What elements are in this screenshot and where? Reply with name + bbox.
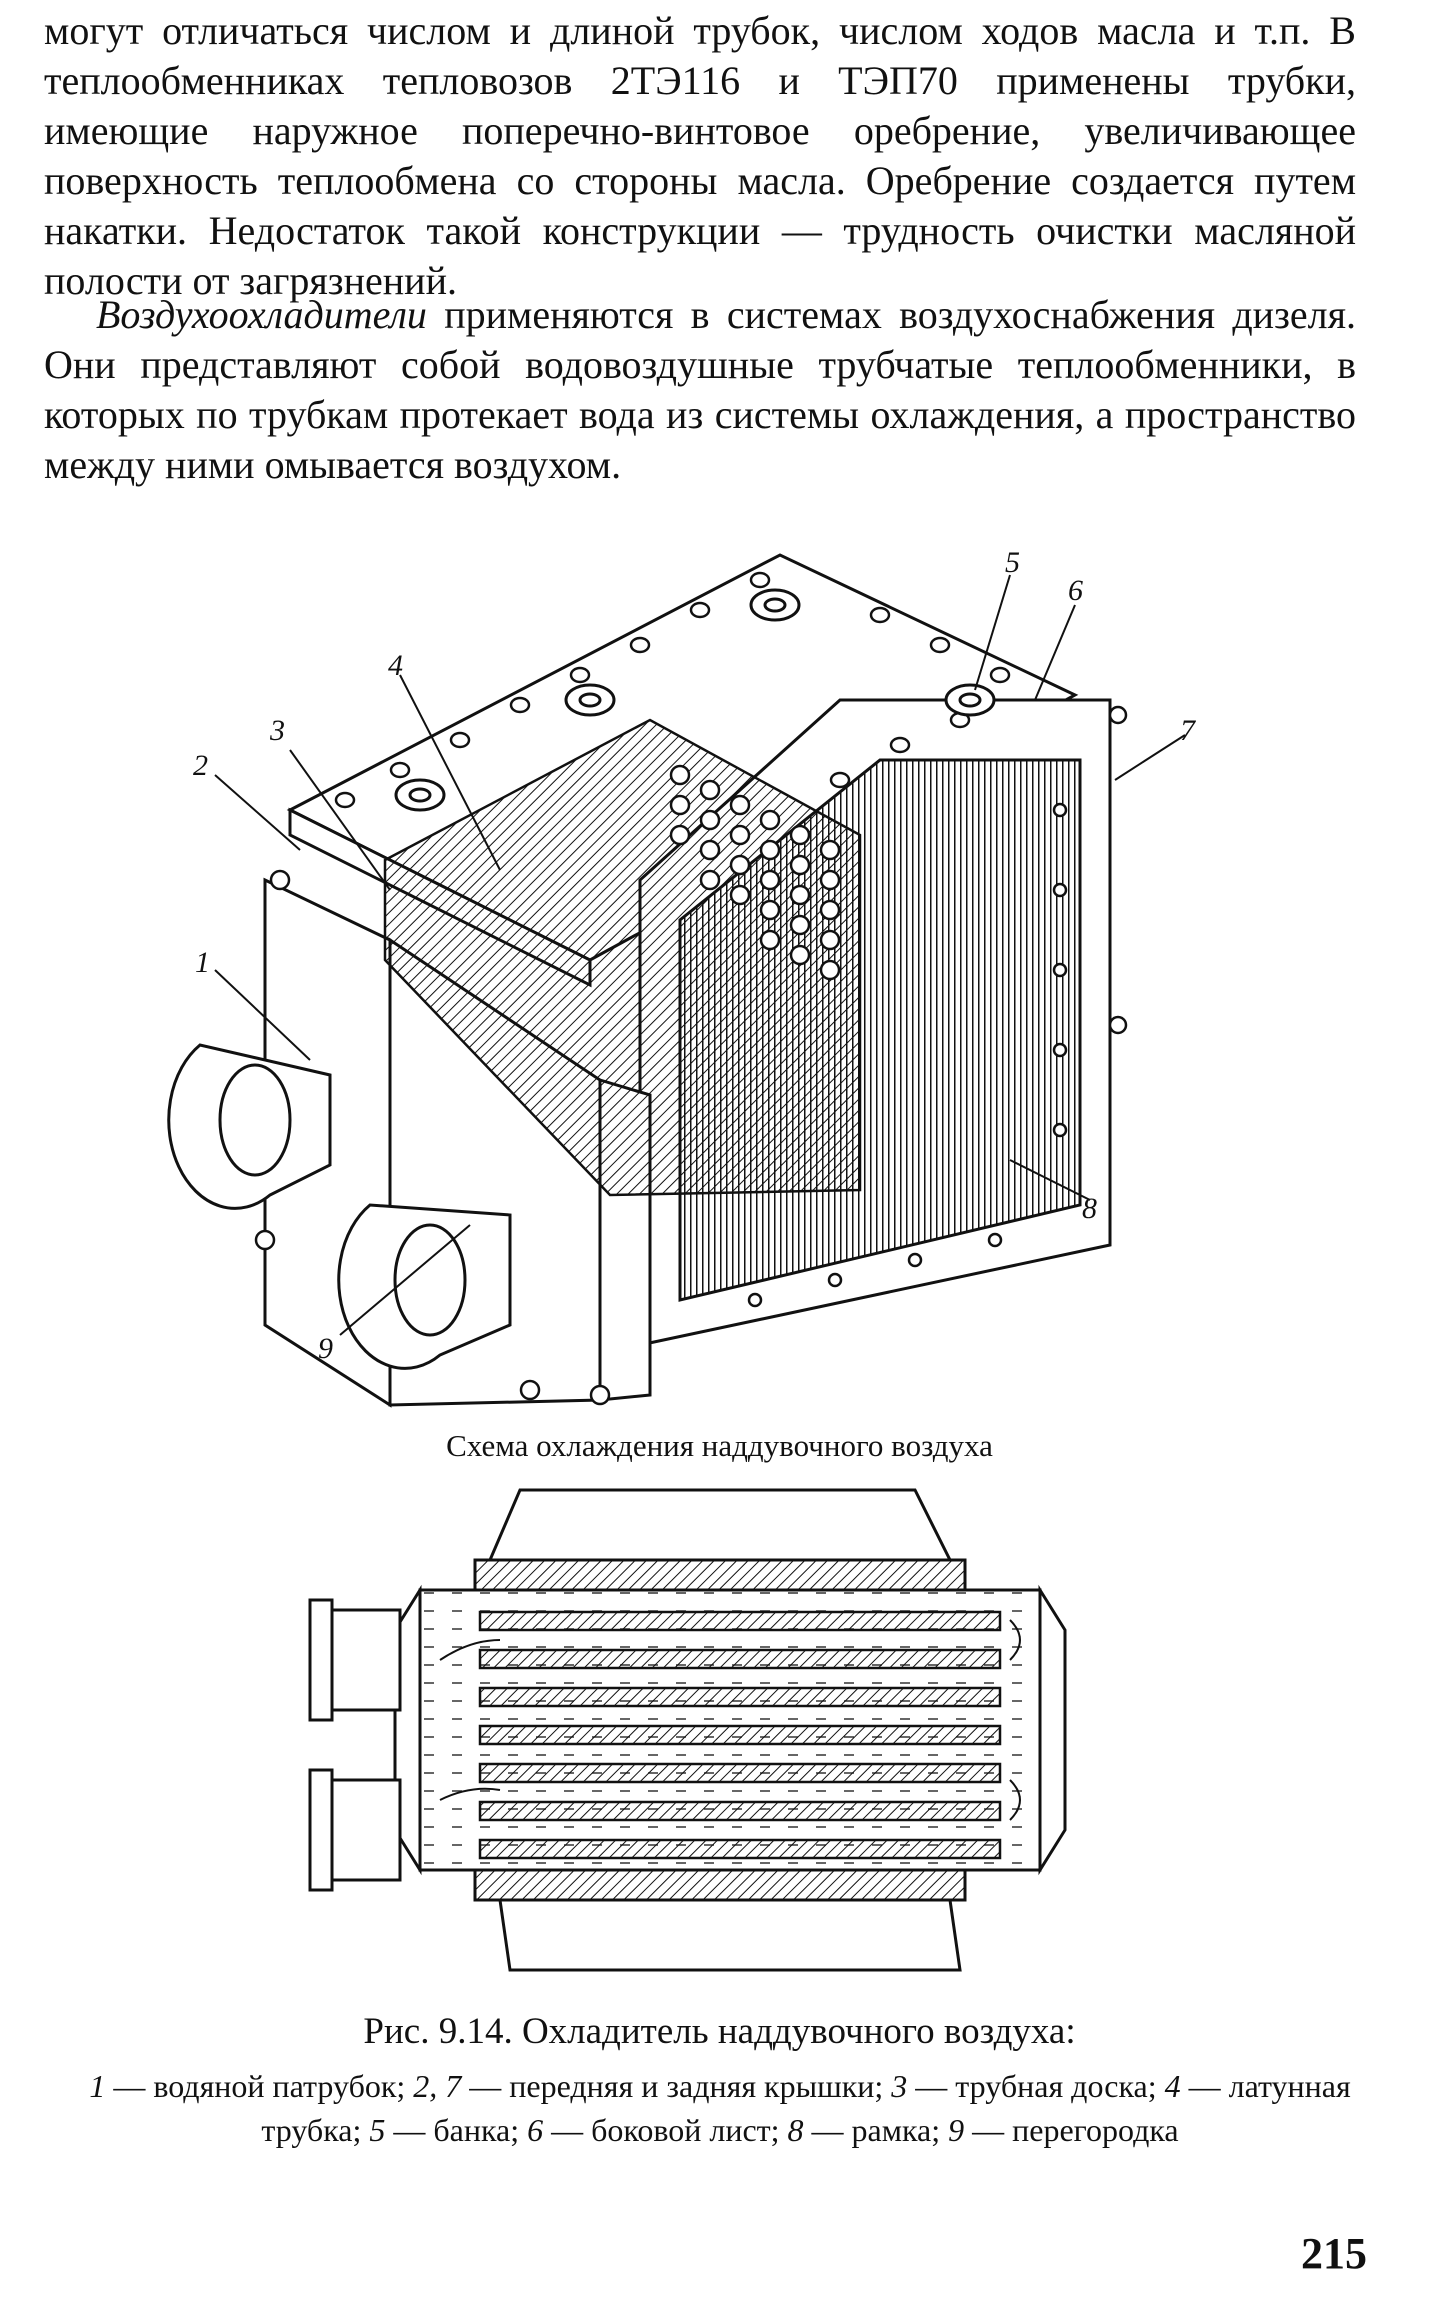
lid-bolts: [334, 571, 1011, 809]
legend-text-6: — боковой лист;: [543, 2112, 788, 2148]
figure-legend: 1 — водяной патрубок; 2, 7 — передняя и …: [60, 2064, 1380, 2152]
flow-arrows: [439, 1619, 1021, 1821]
legend-text-8: — рамка;: [803, 2112, 949, 2148]
legend-num-3: 3: [891, 2068, 908, 2104]
paragraph-air-coolers: Воздухоохладители применяются в системах…: [44, 290, 1356, 490]
tube-ends: [669, 764, 841, 981]
part-label-8: 8: [1082, 1192, 1097, 1225]
legend-text-9: — перегородка: [964, 2112, 1179, 2148]
part-label-9: 9: [318, 1332, 333, 1365]
part-label-3: 3: [269, 714, 285, 747]
figure-caption: Рис. 9.14. Охладитель наддувочного возду…: [363, 2011, 1076, 2052]
frame-bolts: [254, 705, 1128, 1406]
legend-num-2-7: 2, 7: [413, 2068, 462, 2104]
legend-text-2-7: — передняя и задняя крышки;: [461, 2068, 892, 2104]
legend-num-8: 8: [787, 2112, 804, 2148]
page-number: 215: [1301, 2229, 1367, 2278]
legend-text-4: — латунная трубка;: [261, 2068, 1351, 2148]
scheme-title: Схема охлаждения наддувочного воздуха: [446, 1428, 993, 1463]
part-labels: 1 2 3 4 5 6 7 8 9: [193, 546, 1197, 1365]
legend-text-3: — трубная доска;: [907, 2068, 1165, 2104]
legend-text-5: — банка;: [385, 2112, 528, 2148]
part-label-4: 4: [388, 649, 403, 682]
can-fittings: [394, 588, 996, 812]
paragraph-oil-coolers: могут отличаться числом и длиной трубок,…: [44, 8, 1356, 303]
legend-num-9: 9: [948, 2112, 965, 2148]
part-label-7: 7: [1180, 714, 1197, 747]
term-air-coolers: Воздухоохладители: [96, 292, 427, 337]
leader-lines: [214, 574, 1186, 1336]
cooling-scheme-drawing: [308, 1488, 1067, 1972]
part-label-6: 6: [1068, 574, 1083, 607]
water-nozzles: [167, 1043, 512, 1370]
part-label-2: 2: [193, 749, 208, 782]
part-label-1: 1: [195, 946, 210, 979]
legend-text-1: — водяной патрубок;: [105, 2068, 414, 2104]
paragraph-air-coolers-body: применяются в системах воздухоснабжения …: [44, 292, 1356, 487]
cutaway-drawing: [167, 553, 1128, 1408]
legend-num-6: 6: [527, 2112, 544, 2148]
legend-num-4: 4: [1164, 2068, 1181, 2104]
scheme-tubes: [478, 1610, 1002, 1860]
part-label-5: 5: [1005, 546, 1020, 579]
legend-num-5: 5: [369, 2112, 386, 2148]
legend-num-1: 1: [89, 2068, 106, 2104]
